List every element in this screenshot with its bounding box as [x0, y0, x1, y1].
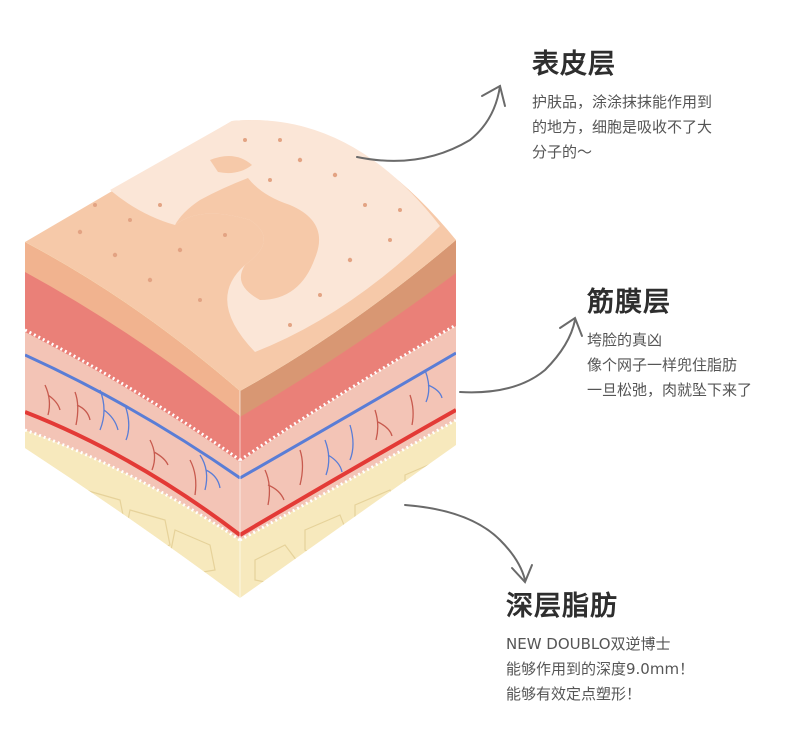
arrow-to-epidermis — [356, 84, 506, 162]
epidermis-line-3: 分子的～ — [532, 143, 593, 161]
skin-top-surface — [25, 120, 456, 391]
epidermis-label: 表皮层 护肤品，涂涂抹抹能作用到 的地方，细胞是吸收不了大 分子的～ — [532, 48, 712, 165]
deep-fat-line-2: 能够作用到的深度9.0mm！ — [506, 660, 695, 678]
deep-fat-line-1: NEW DOUBLO双逆博士 — [506, 635, 671, 653]
epidermis-line-1: 护肤品，涂涂抹抹能作用到 — [532, 93, 713, 111]
fascia-line-1: 垮脸的真凶 — [587, 331, 663, 349]
epidermis-line-2: 的地方，细胞是吸收不了大 — [532, 118, 713, 136]
fascia-line-2: 像个网子一样兜住脂肪 — [587, 356, 738, 374]
deep-fat-label: 深层脂肪 NEW DOUBLO双逆博士 能够作用到的深度9.0mm！ 能够有效定… — [506, 590, 694, 707]
fascia-line-3: 一旦松弛，肉就坠下来了 — [587, 381, 753, 399]
arrow-to-fascia — [459, 316, 583, 394]
deep-fat-title: 深层脂肪 — [506, 591, 618, 622]
fascia-label: 筋膜层 垮脸的真凶 像个网子一样兜住脂肪 一旦松弛，肉就坠下来了 — [587, 286, 752, 403]
deep-fat-line-3: 能够有效定点塑形！ — [506, 685, 642, 703]
arrow-to-fat — [404, 504, 533, 584]
fascia-title: 筋膜层 — [587, 287, 671, 318]
epidermis-title: 表皮层 — [532, 49, 616, 80]
